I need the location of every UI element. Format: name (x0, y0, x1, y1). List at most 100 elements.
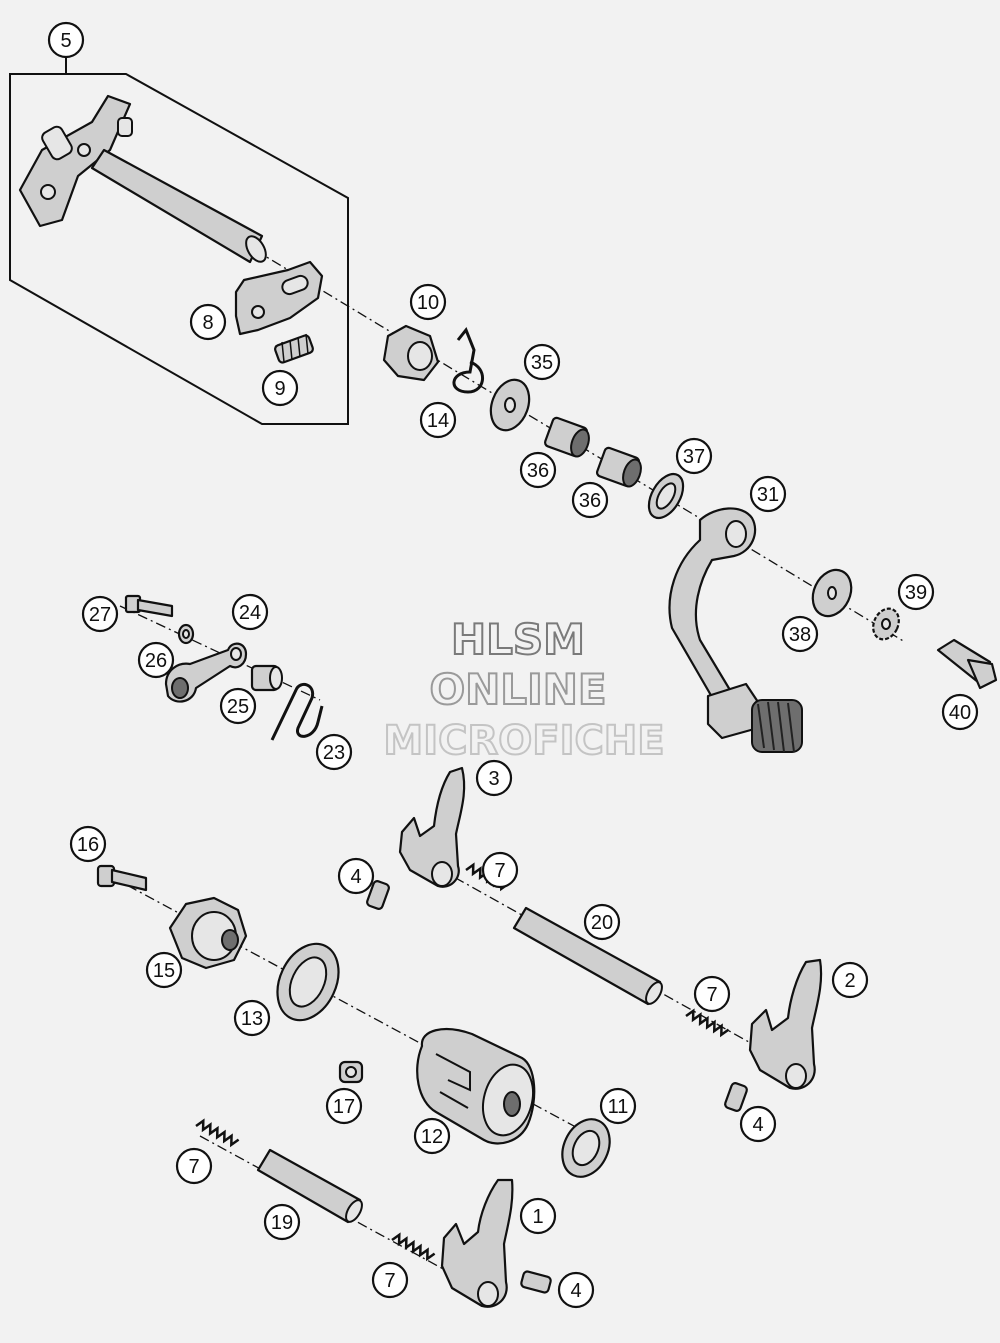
callout-circle (409, 283, 447, 321)
callout-circle (81, 595, 119, 633)
callout-label: 24 (239, 602, 261, 624)
watermark-line2: ONLINE (429, 665, 606, 714)
callout-circle (519, 451, 557, 489)
callout-label: 5 (60, 30, 71, 52)
callout-c9: 9 (261, 369, 299, 407)
callout-label: 4 (350, 866, 361, 888)
callout-label: 7 (706, 984, 717, 1006)
callout-label: 3 (488, 768, 499, 790)
callout-c24: 24 (231, 593, 269, 631)
callout-c14: 14 (419, 401, 457, 439)
callout-c8: 8 (189, 303, 227, 341)
callout-label: 8 (202, 312, 213, 334)
part-12-shift-drum (416, 1028, 536, 1145)
callout-circle (693, 975, 731, 1013)
part-7-spring-d (391, 1232, 436, 1262)
callout-c5: 5 (47, 21, 85, 59)
callout-label: 16 (77, 834, 99, 856)
part-35-washer (489, 378, 531, 432)
callout-circle (519, 1197, 557, 1235)
callout-circle (523, 343, 561, 381)
callout-c13: 13 (233, 999, 271, 1037)
callout-label: 7 (384, 1270, 395, 1292)
part-3-shift-fork (398, 766, 466, 888)
callout-circle (337, 857, 375, 895)
callout-label: 12 (421, 1126, 443, 1148)
callout-label: 2 (844, 970, 855, 992)
callout-circle (145, 951, 183, 989)
part-26-washer (177, 623, 195, 645)
callout-circle (571, 481, 609, 519)
callout-circle (69, 825, 107, 863)
callout-label: 19 (271, 1212, 293, 1234)
part-17-screw (338, 1060, 364, 1084)
callout-label: 36 (527, 460, 549, 482)
watermark-line3: MICROFICHE (383, 718, 664, 764)
callout-c31: 31 (749, 475, 787, 513)
callout-circle (413, 1117, 451, 1155)
callout-c4b: 4 (739, 1105, 777, 1143)
part-7-spring-c (195, 1118, 240, 1148)
callout-c23: 23 (315, 733, 353, 771)
callout-label: 7 (188, 1156, 199, 1178)
part-25-lever (164, 642, 248, 703)
callout-label: 39 (905, 582, 927, 604)
part-13-seal-ring (276, 942, 340, 1022)
callout-c4c: 4 (557, 1271, 595, 1309)
part-36-bearing-b (595, 446, 642, 488)
callout-label: 14 (427, 410, 449, 432)
part-14-spring (452, 327, 484, 394)
callout-circle (315, 733, 353, 771)
callout-circle (599, 1087, 637, 1125)
watermark: HLSM ONLINE MICROFICHE (382, 614, 665, 765)
callout-c7c: 7 (175, 1147, 213, 1185)
callout-label: 1 (532, 1206, 543, 1228)
callout-c36b: 36 (571, 481, 609, 519)
part-4-pin-c (520, 1270, 552, 1294)
callout-circle (749, 475, 787, 513)
callout-circle (557, 1271, 595, 1309)
part-19-fork-rail (256, 1148, 363, 1224)
callout-circle (781, 615, 819, 653)
callout-c7b: 7 (693, 975, 731, 1013)
callout-circle (475, 759, 513, 797)
callout-c25: 25 (219, 687, 257, 725)
part-24-sleeve (250, 664, 283, 692)
part-4-pin-b (724, 1082, 748, 1112)
callout-label: 35 (531, 352, 553, 374)
callout-c40: 40 (941, 693, 979, 731)
part-37-seal (647, 472, 685, 520)
callout-c37: 37 (675, 437, 713, 475)
callout-c10: 10 (409, 283, 447, 321)
callout-label: 4 (752, 1114, 763, 1136)
callout-c27: 27 (81, 595, 119, 633)
callout-circle (47, 21, 85, 59)
callout-label: 9 (274, 378, 285, 400)
callout-c7a: 7 (481, 851, 519, 889)
callout-c38: 38 (781, 615, 819, 653)
callout-label: 23 (323, 742, 345, 764)
callout-circle (675, 437, 713, 475)
callout-c20: 20 (583, 903, 621, 941)
callout-label: 37 (683, 446, 705, 468)
callout-label: 10 (417, 292, 439, 314)
part-27-bolt (124, 594, 174, 618)
callout-label: 4 (570, 1280, 581, 1302)
callout-c39: 39 (897, 573, 935, 611)
callout-circle (419, 401, 457, 439)
callout-c16: 16 (69, 825, 107, 863)
callout-circle (175, 1147, 213, 1185)
callout-c17: 17 (325, 1087, 363, 1125)
callout-circle (371, 1261, 409, 1299)
callout-label: 25 (227, 696, 249, 718)
callout-circle (261, 369, 299, 407)
callout-label: 36 (579, 490, 601, 512)
callout-label: 20 (591, 912, 613, 934)
callout-label: 13 (241, 1008, 263, 1030)
callout-circle (263, 1203, 301, 1241)
part-1-shift-fork (440, 1178, 514, 1308)
callout-circle (219, 687, 257, 725)
callout-c35: 35 (523, 343, 561, 381)
